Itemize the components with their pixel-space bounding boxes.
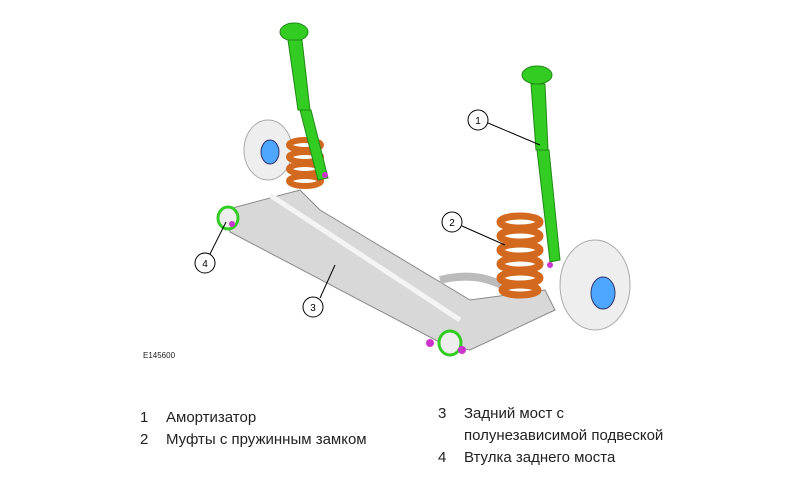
- legend-text: полунезависимой подвеской: [464, 427, 664, 444]
- figure-code: E145600: [143, 351, 176, 360]
- legend-num: 3: [438, 405, 447, 422]
- legend-item: 1 Амортизатор: [140, 407, 367, 429]
- svg-text:1: 1: [475, 116, 481, 127]
- legend-left: 1 Амортизатор 2 Муфты с пружинным замком: [140, 407, 367, 451]
- legend-item: 3 Задний мост с: [438, 403, 663, 425]
- left-shock-absorber: [279, 22, 329, 181]
- legend-num: 2: [140, 431, 149, 448]
- legend-item: 4 Втулка заднего моста: [438, 447, 663, 469]
- callout-1: 1: [467, 109, 489, 131]
- callout-3: 3: [302, 296, 324, 318]
- legend-text: Задний мост с: [464, 405, 565, 422]
- legend-item-cont: полунезависимой подвеской: [438, 425, 663, 447]
- legend-num: 1: [140, 409, 149, 426]
- legend-text: Амортизатор: [166, 409, 257, 426]
- legend-text: Втулка заднего моста: [464, 449, 616, 466]
- callout-2: 2: [441, 211, 463, 233]
- svg-text:3: 3: [310, 303, 316, 314]
- legend-text: Муфты с пружинным замком: [166, 431, 367, 448]
- legend-item: 2 Муфты с пружинным замком: [140, 429, 367, 451]
- callout-4: 4: [194, 252, 216, 274]
- legend-num: 4: [438, 449, 447, 466]
- legend-right: 3 Задний мост с полунезависимой подвеской…: [438, 403, 663, 469]
- right-wheel-hub: [559, 239, 631, 331]
- leader-lines: [209, 122, 541, 299]
- axle-bushings: [216, 205, 466, 357]
- right-shock-absorber: [521, 65, 561, 268]
- left-wheel-hub: [243, 119, 293, 181]
- right-spring: [496, 212, 544, 299]
- svg-text:2: 2: [449, 218, 455, 229]
- svg-text:4: 4: [202, 259, 208, 270]
